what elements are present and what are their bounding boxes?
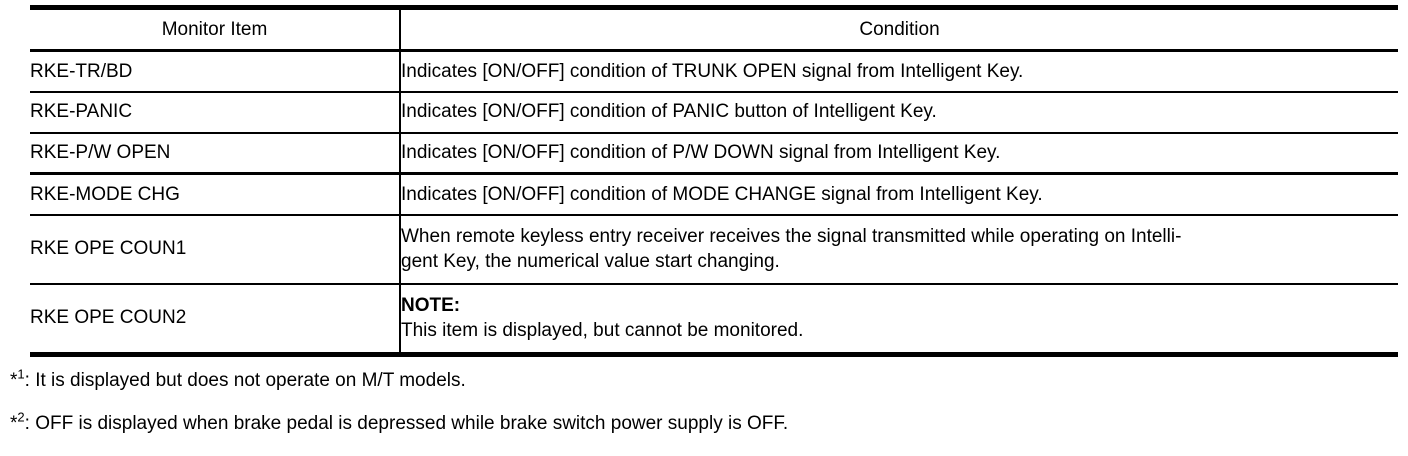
cell-monitor-item: RKE OPE COUN1 bbox=[30, 213, 400, 284]
footnotes-block: *1: It is displayed but does not operate… bbox=[10, 366, 1400, 456]
table-row: RKE OPE COUN1 When remote keyless entry … bbox=[30, 213, 1398, 284]
condition-line: When remote keyless entry receiver recei… bbox=[401, 225, 1182, 247]
footnote-1: *1: It is displayed but does not operate… bbox=[10, 366, 1400, 393]
monitor-item-table: Monitor Item Condition RKE-TR/BD Indicat… bbox=[30, 5, 1398, 357]
cell-condition: Indicates [ON/OFF] condition of TRUNK OP… bbox=[399, 49, 1398, 92]
cell-condition: Indicates [ON/OFF] condition of MODE CHA… bbox=[399, 172, 1398, 215]
cell-condition: NOTE: This item is displayed, but cannot… bbox=[399, 282, 1398, 357]
table-row: RKE-TR/BD Indicates [ON/OFF] condition o… bbox=[30, 49, 1398, 92]
table-body: RKE-TR/BD Indicates [ON/OFF] condition o… bbox=[30, 49, 1398, 357]
column-header-condition: Condition bbox=[399, 5, 1398, 51]
footnote-marker: *2 bbox=[10, 410, 25, 434]
footnote-text: : OFF is displayed when brake pedal is d… bbox=[24, 412, 789, 434]
table-header-row: Monitor Item Condition bbox=[30, 5, 1398, 51]
condition-line: Indicates [ON/OFF] condition of PANIC bu… bbox=[401, 101, 937, 123]
condition-line: Indicates [ON/OFF] condition of TRUNK OP… bbox=[401, 60, 1024, 82]
footnote-superscript: 1 bbox=[17, 366, 25, 382]
cell-monitor-item: RKE OPE COUN2 bbox=[30, 282, 400, 357]
cell-monitor-item: RKE-P/W OPEN bbox=[30, 131, 400, 174]
condition-line: This item is displayed, but cannot be mo… bbox=[401, 319, 804, 341]
table-row: RKE-P/W OPEN Indicates [ON/OFF] conditio… bbox=[30, 131, 1398, 174]
condition-line: Indicates [ON/OFF] condition of MODE CHA… bbox=[401, 183, 1043, 205]
cell-monitor-item: RKE-TR/BD bbox=[30, 49, 400, 92]
condition-line: gent Key, the numerical value start chan… bbox=[401, 250, 780, 272]
table-header: Monitor Item Condition bbox=[30, 5, 1398, 51]
column-header-monitor-item: Monitor Item bbox=[30, 5, 400, 51]
cell-monitor-item: RKE-PANIC bbox=[30, 90, 400, 133]
footnote-asterisk: * bbox=[10, 370, 18, 391]
footnote-2: *2: OFF is displayed when brake pedal is… bbox=[10, 410, 1400, 436]
footnote-superscript: 2 bbox=[17, 409, 25, 425]
footnote-text: : It is displayed but does not operate o… bbox=[24, 370, 466, 391]
footnote-marker: *1 bbox=[10, 366, 25, 391]
footnote-asterisk: * bbox=[10, 412, 18, 434]
note-label: NOTE: bbox=[401, 294, 461, 316]
cell-condition: When remote keyless entry receiver recei… bbox=[399, 213, 1398, 284]
table-row: RKE-PANIC Indicates [ON/OFF] condition o… bbox=[30, 90, 1398, 133]
cell-monitor-item: RKE-MODE CHG bbox=[30, 172, 400, 215]
table-row: RKE-MODE CHG Indicates [ON/OFF] conditio… bbox=[30, 172, 1398, 215]
cell-condition: Indicates [ON/OFF] condition of P/W DOWN… bbox=[399, 131, 1398, 174]
cell-condition: Indicates [ON/OFF] condition of PANIC bu… bbox=[399, 90, 1398, 133]
condition-line: Indicates [ON/OFF] condition of P/W DOWN… bbox=[401, 142, 1001, 164]
table-row: RKE OPE COUN2 NOTE: This item is display… bbox=[30, 282, 1398, 357]
